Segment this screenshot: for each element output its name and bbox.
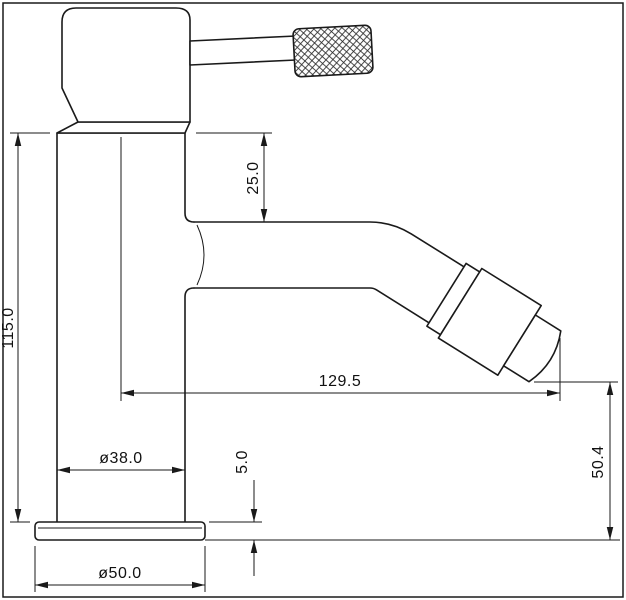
faucet: [34, 7, 620, 541]
dimension-label: 50.4: [590, 445, 607, 478]
dimension-label: ø50.0: [98, 565, 141, 582]
dim-spout-reach: 129.5: [120, 137, 561, 401]
dimension-label: ø38.0: [99, 450, 142, 467]
dimension-label: 5.0: [234, 450, 251, 474]
base-flange: [34, 521, 206, 541]
dim-body-diameter: ø38.0: [57, 450, 185, 474]
dimension-label: 25.0: [245, 161, 262, 194]
nozzle-tip: [502, 314, 562, 383]
dimension-label: 115.0: [0, 307, 17, 348]
spout-root-curve: [196, 224, 205, 286]
dim-outlet-height: 50.4: [534, 381, 618, 540]
faucet-head: [61, 7, 191, 123]
dim-base-diameter: ø50.0: [34, 546, 206, 592]
dim-spout-height-offset: 25.0: [196, 132, 272, 222]
head-collar: [56, 121, 191, 134]
knurled-grip: [292, 24, 374, 78]
nozzle-body: [437, 267, 542, 376]
handle-grip-group: [292, 24, 374, 78]
dim-base-thickness: 5.0: [209, 450, 262, 576]
dim-overall-height: 115.0: [0, 132, 50, 523]
faucet-body: [56, 132, 195, 523]
spout-top-edge: [193, 221, 465, 268]
spout-bottom-edge: [193, 287, 430, 324]
dimension-label: 129.5: [319, 373, 362, 390]
handle-rod: [189, 35, 297, 66]
